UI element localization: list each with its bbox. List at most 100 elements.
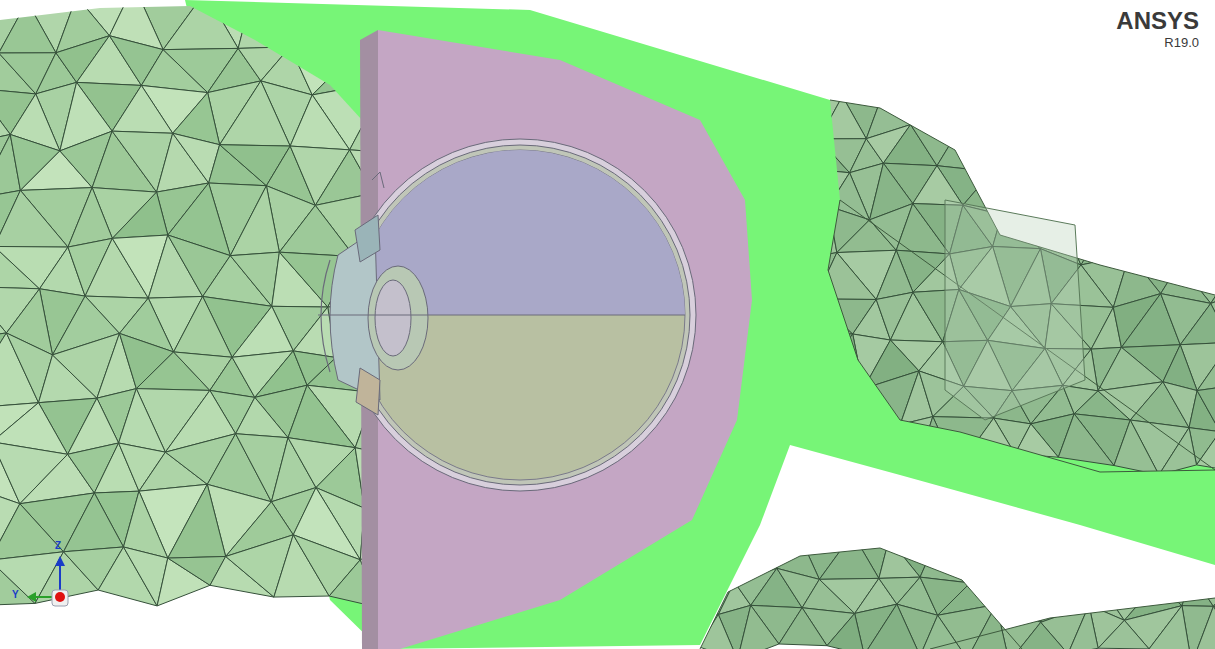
- mesh-element: [1036, 162, 1079, 216]
- software-logo: ANSYS: [1116, 9, 1199, 33]
- mesh-element: [955, 88, 1017, 136]
- mesh-element: [698, 614, 737, 649]
- mesh-element: [1179, 214, 1215, 266]
- mesh-element: [771, 40, 818, 95]
- mesh-element: [789, 486, 832, 528]
- mesh-element: [968, 41, 1002, 88]
- mesh-element: [1060, 134, 1112, 174]
- mesh-element: [1180, 303, 1215, 344]
- mesh-element: [815, 253, 876, 300]
- mesh-element: [163, 0, 238, 50]
- mesh-element: [1036, 134, 1079, 174]
- mesh-element: [793, 332, 853, 370]
- mesh-element: [1063, 580, 1098, 605]
- mesh-element: [290, 95, 349, 150]
- mesh-element: [992, 162, 1036, 215]
- mesh-element: [1109, 162, 1153, 222]
- mesh-element: [1021, 494, 1062, 526]
- mesh-element: [1084, 489, 1130, 538]
- mesh-element: [876, 425, 918, 471]
- mesh-element: [970, 568, 1021, 605]
- mesh-element: [1021, 526, 1063, 580]
- mesh-element: [911, 83, 955, 136]
- mesh-element: [0, 1, 56, 53]
- mesh-element: [921, 489, 967, 532]
- mesh-element: [879, 539, 920, 579]
- mesh-element: [853, 496, 889, 539]
- mesh-element: [123, 491, 167, 558]
- mesh-element: [671, 582, 718, 614]
- mesh-element: [1017, 134, 1060, 162]
- mesh-element: [786, 428, 852, 460]
- mesh-element: [825, 371, 863, 429]
- mesh-element: [813, 428, 876, 471]
- mesh-element: [1094, 489, 1150, 533]
- mesh-element: [1112, 98, 1165, 140]
- mesh-element: [0, 0, 27, 1]
- mesh-element: [1109, 219, 1153, 255]
- mesh-element: [712, 537, 751, 582]
- mesh-element: [1214, 163, 1215, 214]
- mesh-element: [1060, 87, 1112, 140]
- mesh-element: [1109, 48, 1166, 98]
- mesh-element: [780, 95, 819, 139]
- mesh-element: [1164, 530, 1210, 575]
- mesh-element: [933, 417, 994, 470]
- mesh-element: [1211, 266, 1215, 304]
- mesh-element: [174, 296, 233, 357]
- mesh-element: [819, 40, 860, 96]
- mesh-element: [669, 540, 712, 582]
- mesh-element: [1003, 42, 1061, 94]
- mesh-element: [819, 96, 866, 139]
- mesh-element: [251, 0, 315, 47]
- mesh-element: [1081, 87, 1122, 140]
- mesh-element: [1153, 181, 1214, 222]
- inner-box: [945, 200, 1085, 420]
- mesh-element: [832, 488, 865, 533]
- mesh-element: [1165, 47, 1208, 81]
- mesh-element: [780, 332, 825, 377]
- mesh-element: [1098, 620, 1149, 649]
- axis-triad: [27, 556, 68, 606]
- mesh-element: [1214, 208, 1215, 266]
- mesh-element: [1139, 162, 1185, 222]
- mesh-element: [1159, 428, 1197, 475]
- mesh-element: [1017, 94, 1060, 135]
- mesh-element: [786, 371, 852, 434]
- mesh-element: [990, 88, 1028, 135]
- mesh-element: [1081, 219, 1130, 265]
- mesh-element: [1122, 80, 1174, 123]
- mesh-element: [230, 252, 279, 306]
- mesh-element: [1164, 504, 1210, 533]
- mesh-element: [1213, 569, 1215, 608]
- mesh-element: [1062, 489, 1094, 538]
- mesh-element: [230, 186, 279, 256]
- mesh-element: [852, 425, 900, 471]
- mesh-element: [315, 0, 365, 4]
- mesh-element: [1130, 222, 1180, 264]
- mesh-element: [1197, 381, 1215, 431]
- mesh-element: [768, 206, 828, 259]
- mesh-element: [1165, 124, 1208, 181]
- mesh-element: [819, 534, 879, 580]
- mesh-element: [1130, 530, 1164, 583]
- mesh-element: [0, 0, 48, 1]
- mesh-element: [957, 418, 1015, 469]
- mesh-element: [883, 38, 930, 92]
- mesh-element: [923, 38, 968, 82]
- mesh-element: [859, 38, 923, 92]
- mesh-element: [1021, 568, 1063, 623]
- mesh-element: [0, 190, 68, 247]
- mesh-element: [1210, 498, 1215, 536]
- mesh-element: [766, 259, 815, 302]
- mesh-element: [1193, 569, 1215, 606]
- mesh-element: [779, 608, 827, 646]
- mesh-element: [967, 495, 1021, 543]
- mesh-element: [1130, 503, 1164, 532]
- mesh-element: [0, 504, 64, 560]
- mesh-element: [1165, 80, 1208, 136]
- mesh-element: [728, 486, 789, 537]
- mesh-element: [365, 0, 428, 4]
- mesh-element: [1122, 48, 1174, 98]
- mesh-element: [1002, 162, 1060, 216]
